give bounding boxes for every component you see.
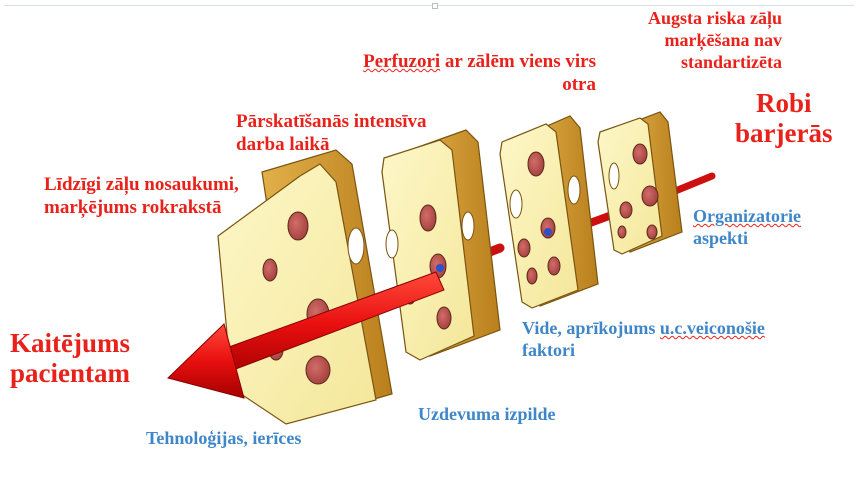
holes-label-line2: barjerās bbox=[735, 118, 833, 149]
perfusors-word: Perfuzori bbox=[363, 51, 441, 72]
holes-label-line1: Robi bbox=[755, 88, 812, 118]
perfusors-rest: ar zālēm viens virs bbox=[440, 51, 596, 72]
review-line1: Pārskatīšanās intensīva bbox=[236, 111, 427, 132]
harm-label-line1: Kaitējums bbox=[10, 328, 130, 358]
environment-line1: Vide, aprīkojums u.c.veiconošie bbox=[522, 318, 765, 340]
perfusors-line2: otra bbox=[562, 74, 596, 96]
task-label: Uzdevuma izpilde bbox=[418, 404, 556, 424]
cheese-slice-2 bbox=[381, 129, 501, 361]
technologies-label: Tehnoloģijas, ierīces bbox=[146, 428, 302, 448]
similar-names-line2: marķējums rokrakstā bbox=[44, 197, 222, 219]
environment-word: u.c.veiconošie bbox=[659, 318, 765, 338]
high-risk-line1: Augsta riska zāļu bbox=[647, 8, 782, 28]
high-risk-label: Augsta riska zāļu marķēšana nav standart… bbox=[596, 8, 782, 74]
ruler-line bbox=[4, 5, 854, 6]
organizational-line1: Organizatorie bbox=[693, 206, 801, 226]
harm-label-line2: pacientam bbox=[10, 358, 130, 389]
cheese-slice-3 bbox=[499, 115, 599, 309]
environment-prefix: Vide, aprīkojums bbox=[522, 318, 660, 338]
organizational-label: Organizatorie aspekti bbox=[693, 206, 801, 250]
perfusors-line1: Perfuzori ar zālēm viens virs bbox=[318, 50, 596, 73]
review-label: Pārskatīšanās intensīva darba laikā bbox=[236, 110, 427, 156]
arrow-front bbox=[167, 271, 445, 399]
review-line2: darba laikā bbox=[236, 134, 330, 156]
environment-label: Vide, aprīkojums u.c.veiconošie faktori bbox=[522, 318, 765, 362]
holes-label: Robi barjerās bbox=[735, 88, 832, 148]
ruler-handle bbox=[432, 3, 438, 9]
environment-line2: faktori bbox=[522, 339, 575, 360]
cheese-slice-4 bbox=[597, 111, 683, 255]
high-risk-line3: standartizēta bbox=[681, 51, 782, 72]
high-risk-line2: marķēšana nav bbox=[664, 29, 782, 50]
similar-names-label: Līdzīgi zāļu nosaukumi, marķējums rokrak… bbox=[44, 173, 239, 219]
harm-label: Kaitējums pacientam bbox=[10, 328, 130, 388]
organizational-line2: aspekti bbox=[693, 227, 749, 248]
similar-names-line1: Līdzīgi zāļu nosaukumi, bbox=[44, 174, 239, 195]
cheese-slice-1 bbox=[217, 149, 393, 425]
perfusors-label: Perfuzori ar zālēm viens virs otra bbox=[318, 50, 596, 96]
